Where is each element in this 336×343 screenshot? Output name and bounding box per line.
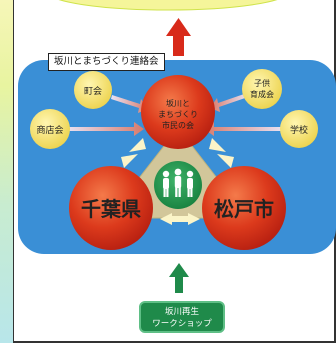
chiba-circle (69, 166, 153, 250)
arrow-chiba-center (121, 138, 146, 168)
frame-left-border (13, 0, 14, 343)
arrow-up-green-icon (169, 263, 189, 293)
matsudo-circle (202, 166, 286, 250)
left-gradient-strip (0, 0, 14, 343)
frame-bottom-border (13, 341, 336, 343)
kids-label-line2: 育成会 (250, 89, 274, 99)
three-people-icon (162, 168, 194, 197)
center-circle (141, 75, 215, 149)
merchants-label: 商店会 (36, 124, 63, 136)
center-circle-line1: 坂川と (166, 98, 190, 108)
arrow-kids-to-center (210, 93, 248, 112)
arrow-up-red-icon (166, 18, 191, 56)
workshop-line2: ワークショップ (152, 319, 212, 329)
matsudo-label: 松戸市 (214, 197, 274, 221)
merchants-circle (30, 109, 70, 149)
town-assoc-circle (74, 71, 112, 109)
kids-label-line1: 子供 (254, 78, 270, 88)
center-circle-line2: まちづくり (158, 110, 198, 119)
workshop-box: 坂川再生 ワークショップ (139, 301, 225, 333)
town-assoc-label: 町会 (84, 85, 102, 97)
school-circle (280, 110, 318, 148)
arrow-chiba-matsudo (160, 213, 200, 225)
arrow-town-to-center (111, 95, 148, 113)
arrow-merchants-to-center (66, 122, 144, 136)
arrow-matsudo-center (209, 138, 234, 168)
workshop-line1: 坂川再生 (164, 307, 199, 317)
arrow-school-to-center (204, 122, 283, 136)
kids-circle (242, 69, 282, 109)
center-circle-line3: 市民の会 (162, 120, 194, 130)
org-label: 坂川とまちづくり連絡会 (48, 53, 165, 71)
top-yellow-glow (58, 0, 278, 11)
school-label: 学校 (290, 124, 308, 136)
chiba-label: 千葉県 (81, 197, 141, 221)
